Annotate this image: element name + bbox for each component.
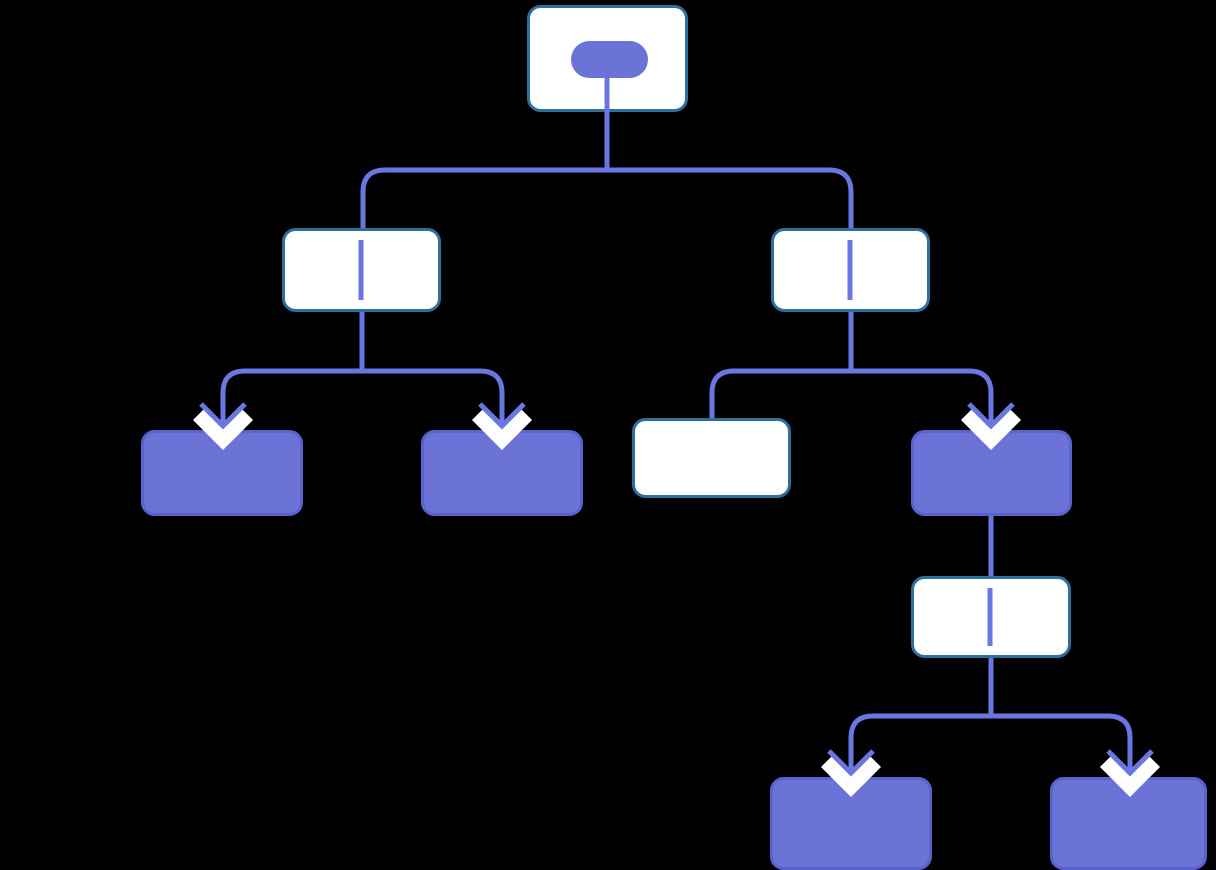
connector-level2-left-to-leaf-b-arrowhead (471, 402, 533, 451)
root-node-label-pill (571, 41, 648, 78)
connector-level4-to-leaf-b-arrowhead-tip (1106, 749, 1154, 777)
connector-level4-to-leaf-a-arrowhead-tip (827, 749, 875, 777)
connector-level2-right-to-branch-node-arrowhead (960, 402, 1022, 451)
connector-level4-to-leaf-b-arrowhead (1099, 749, 1161, 798)
connector-level2-left-to-leaf-a-arrowhead-halo (192, 407, 254, 451)
connector-level2-right-to-branch-node-arrowhead-halo (960, 407, 1022, 451)
root-node[interactable] (527, 5, 688, 112)
nodes-layer (141, 5, 1207, 870)
connector-level2-right-to-branch-node (848, 312, 994, 432)
connector-level2-right-to-empty-node (709, 312, 854, 418)
connector-level2-right-to-branch-node-arrowhead-tip (967, 402, 1015, 430)
connector-level4-to-leaf-a-arrowhead-halo (820, 754, 882, 798)
connector-root-to-level2-left (360, 112, 610, 228)
connector-level2-left-to-leaf-a-arrowhead (192, 402, 254, 451)
connector-level2-left-to-leaf-b-arrowhead-tip (478, 402, 526, 430)
connectors-layer (220, 112, 1133, 779)
connector-level4-to-leaf-b (988, 658, 1133, 779)
connector-level4-to-leaf-a-arrowhead (820, 749, 882, 798)
connector-root-to-level2-right (604, 112, 854, 228)
level3-empty-node[interactable] (632, 418, 791, 498)
connector-level2-left-to-leaf-a-arrowhead-tip (199, 402, 247, 430)
connector-level2-left-to-leaf-b-arrowhead-halo (471, 407, 533, 451)
connector-level4-to-leaf-b-arrowhead-halo (1099, 754, 1161, 798)
connector-level2-left-to-leaf-a (220, 312, 365, 432)
arrowheads-layer (192, 402, 1161, 798)
level3-empty-node-box[interactable] (632, 418, 791, 498)
connector-level4-to-leaf-a (848, 658, 994, 779)
connector-level2-left-to-leaf-b (359, 312, 505, 432)
